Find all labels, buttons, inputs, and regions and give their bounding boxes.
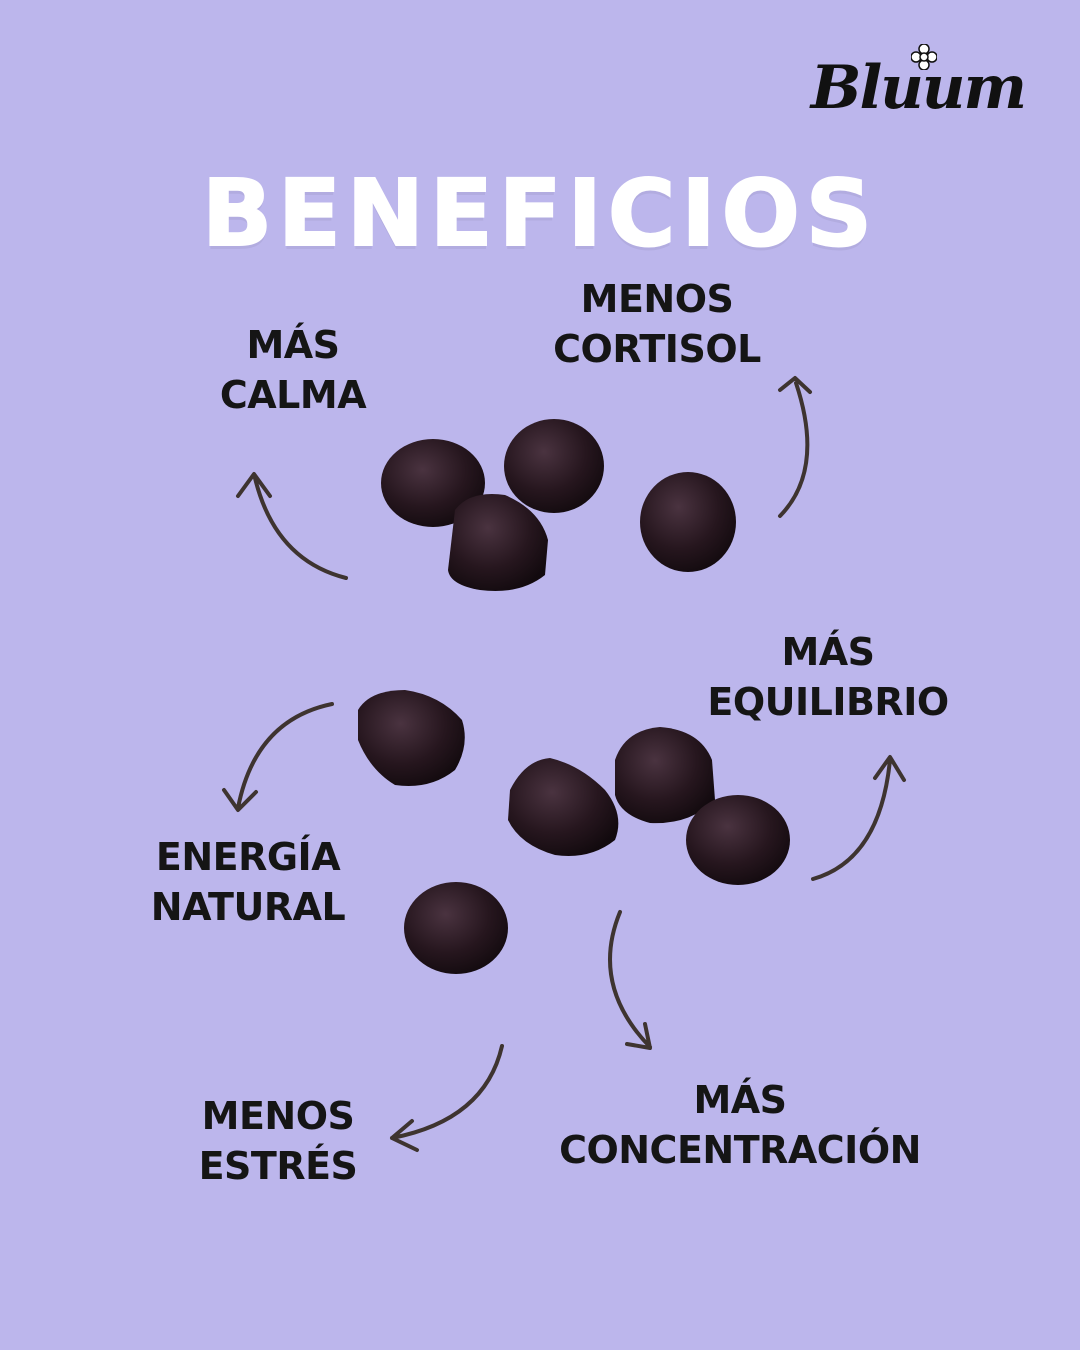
benefit-label: ENERGÍA NATURAL [150,835,346,929]
arrow-icon [608,910,652,1050]
gummy [686,795,790,885]
benefit-label: MENOS CORTISOL [553,277,761,371]
gummy [358,690,465,786]
brand-logo: Bluum [811,44,1027,118]
benefit-label: MÁS CALMA [219,323,367,417]
flower-icon [910,44,937,70]
gummy [448,494,548,591]
benefit-label: MÁS EQUILIBRIO [707,630,949,724]
gummy [640,472,736,572]
arrow-icon [811,755,906,881]
gummy [404,882,508,974]
gummy [381,439,485,527]
arrow-icon [778,376,812,518]
arrow-icon [236,472,348,580]
gummy [504,419,604,513]
gummy [615,727,715,824]
page-title: BENEFICIOS [201,159,879,268]
benefit-label: MENOS ESTRÉS [198,1094,358,1188]
benefit-label: MÁS CONCENTRACIÓN [559,1078,921,1172]
gummy [508,758,619,856]
arrow-icon [222,702,334,812]
arrow-icon [390,1044,504,1152]
